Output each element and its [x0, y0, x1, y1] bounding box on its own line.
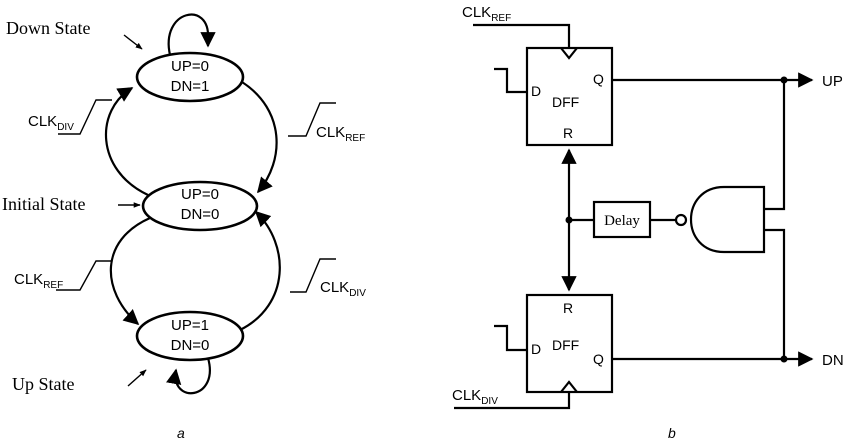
dff-top-clock-triangle [560, 47, 578, 60]
nand-gate [674, 185, 766, 254]
down-state-up-value: UP=0 [171, 58, 209, 75]
down-state-pointer [123, 34, 143, 50]
dff-top: DFF D Q R [525, 46, 614, 147]
clk-div-edge-glyph-bottom [290, 258, 336, 293]
clk-div-edge-glyph-top [58, 99, 112, 135]
dff-bottom-d-tie [494, 324, 527, 352]
panel-b-caption: b [668, 425, 676, 441]
transition-label-initial-to-down: CLKDIV [28, 113, 74, 133]
transition-label-initial-to-up: CLKREF [14, 271, 63, 291]
dn-feedback-wire [764, 228, 786, 359]
down-state: UP=0 DN=1 [135, 51, 245, 103]
dff-top-q-pin: Q [593, 71, 604, 87]
down-state-label: Down State [6, 18, 91, 38]
up-state-pointer [127, 369, 147, 387]
clk-ref-wire [473, 23, 571, 48]
initial-state-label: Initial State [2, 194, 85, 214]
transition-initial-to-up [109, 216, 151, 326]
transition-up-to-initial [239, 210, 281, 331]
dff-top-d-tie [494, 67, 527, 94]
initial-state: UP=0 DN=0 [141, 180, 259, 232]
up-state-dn-value: DN=0 [171, 337, 210, 354]
dn-output-label: DN [822, 352, 844, 369]
up-state: UP=1 DN=0 [135, 310, 245, 362]
clk-div-wire [454, 392, 571, 410]
initial-state-up-value: UP=0 [181, 186, 219, 203]
clk-ref-edge-glyph-bottom [56, 260, 112, 291]
up-self-loop [166, 357, 211, 395]
clk-ref-input-label: CLKREF [462, 4, 511, 24]
down-state-dn-value: DN=1 [171, 78, 210, 95]
dff-top-r-pin: R [563, 125, 573, 141]
up-state-up-value: UP=1 [171, 317, 209, 334]
down-self-loop [167, 13, 216, 56]
transition-down-to-initial [241, 81, 278, 194]
state-diagram: UP=0 DN=1 Down State UP=0 DN=0 Initial S… [2, 13, 366, 441]
initial-state-dn-value: DN=0 [181, 206, 220, 223]
dff-bottom-d-pin: D [531, 341, 541, 357]
circuit-diagram: CLKREF DFF D Q R R DFF D Q CLKDIV [452, 4, 844, 441]
up-output-label: UP [822, 73, 843, 90]
nand-inversion-bubble [674, 213, 688, 227]
clk-ref-edge-glyph-top [288, 102, 336, 137]
dff-bottom-clock-triangle [560, 380, 578, 393]
delay-label: Delay [604, 213, 640, 229]
dff-bottom-r-pin: R [563, 300, 573, 316]
panel-a-caption: a [177, 425, 185, 441]
up-state-label: Up State [12, 374, 75, 394]
dff-top-d-pin: D [531, 83, 541, 99]
up-feedback-wire [764, 80, 786, 211]
transition-label-down-to-initial: CLKREF [316, 124, 365, 144]
clk-div-input-label: CLKDIV [452, 387, 498, 407]
dff-bottom-label: DFF [552, 337, 579, 353]
dff-bottom-q-pin: Q [593, 351, 604, 367]
dff-bottom: R DFF D Q [525, 293, 614, 394]
transition-initial-to-down [104, 87, 149, 196]
transition-label-up-to-initial: CLKDIV [320, 279, 366, 299]
dff-top-label: DFF [552, 94, 579, 110]
